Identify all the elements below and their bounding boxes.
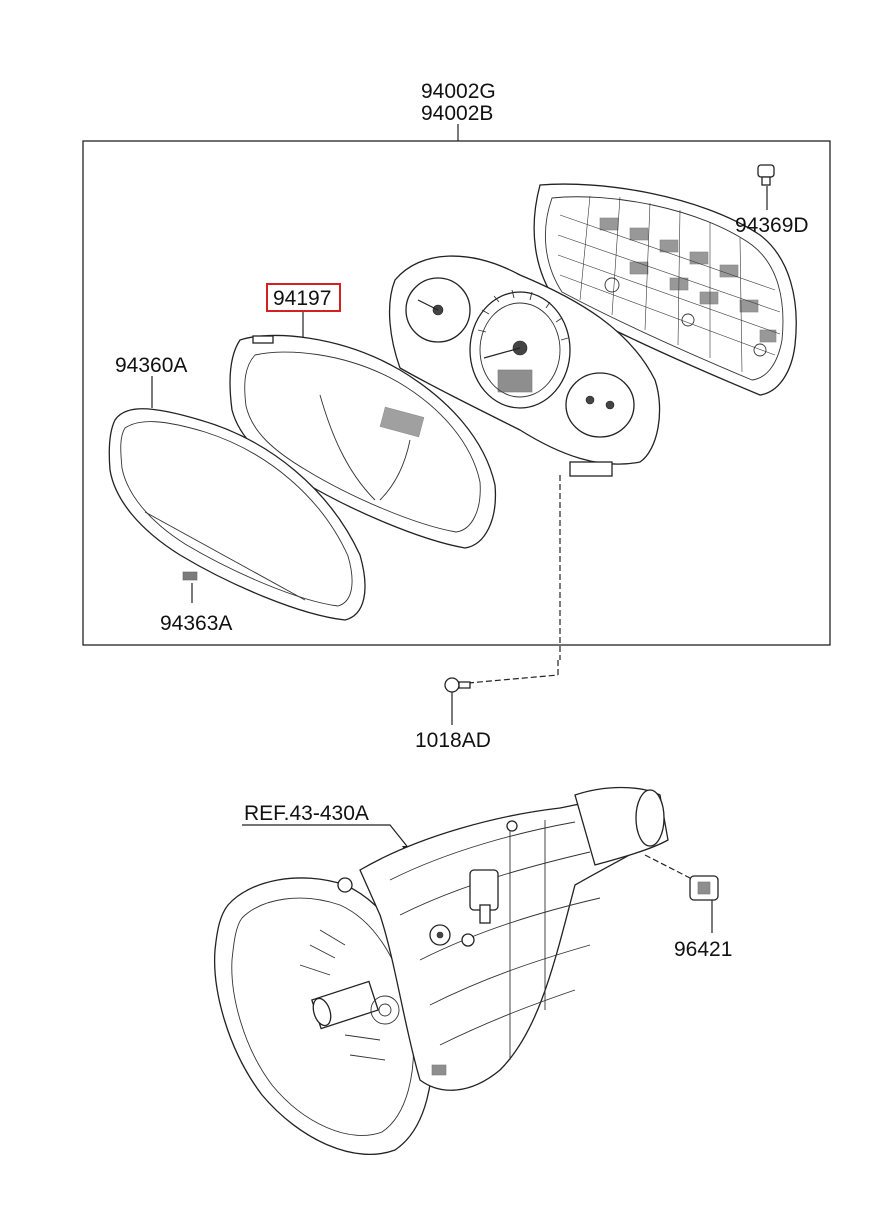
transmission-body [213, 786, 691, 1155]
lens-glass [229, 334, 497, 549]
cluster-mask [108, 408, 366, 621]
cluster-housing [533, 183, 797, 396]
clip-part [182, 571, 198, 581]
transmission-ref-leader [242, 824, 411, 851]
bulb-socket [757, 164, 775, 210]
gauge-face-plate [388, 255, 661, 660]
mask-label-94360a: 94360A [115, 354, 187, 377]
assembly-label-94002g: 94002G [421, 80, 496, 103]
lens-label-94197: 94197 [273, 287, 331, 310]
sensor-label-96421: 96421 [674, 938, 732, 961]
screw-label-1018ad: 1018AD [415, 729, 491, 752]
screw-part [444, 660, 559, 725]
clip-label-94363a: 94363A [160, 612, 232, 635]
transmission-ref-label: REF.43-430A [244, 802, 369, 825]
speed-sensor [689, 875, 719, 933]
assembly-group-frame [82, 140, 831, 646]
assembly-label-94002b: 94002B [421, 102, 493, 125]
highlight-box-94197 [266, 283, 341, 312]
socket-label-94369d: 94369D [735, 214, 809, 237]
